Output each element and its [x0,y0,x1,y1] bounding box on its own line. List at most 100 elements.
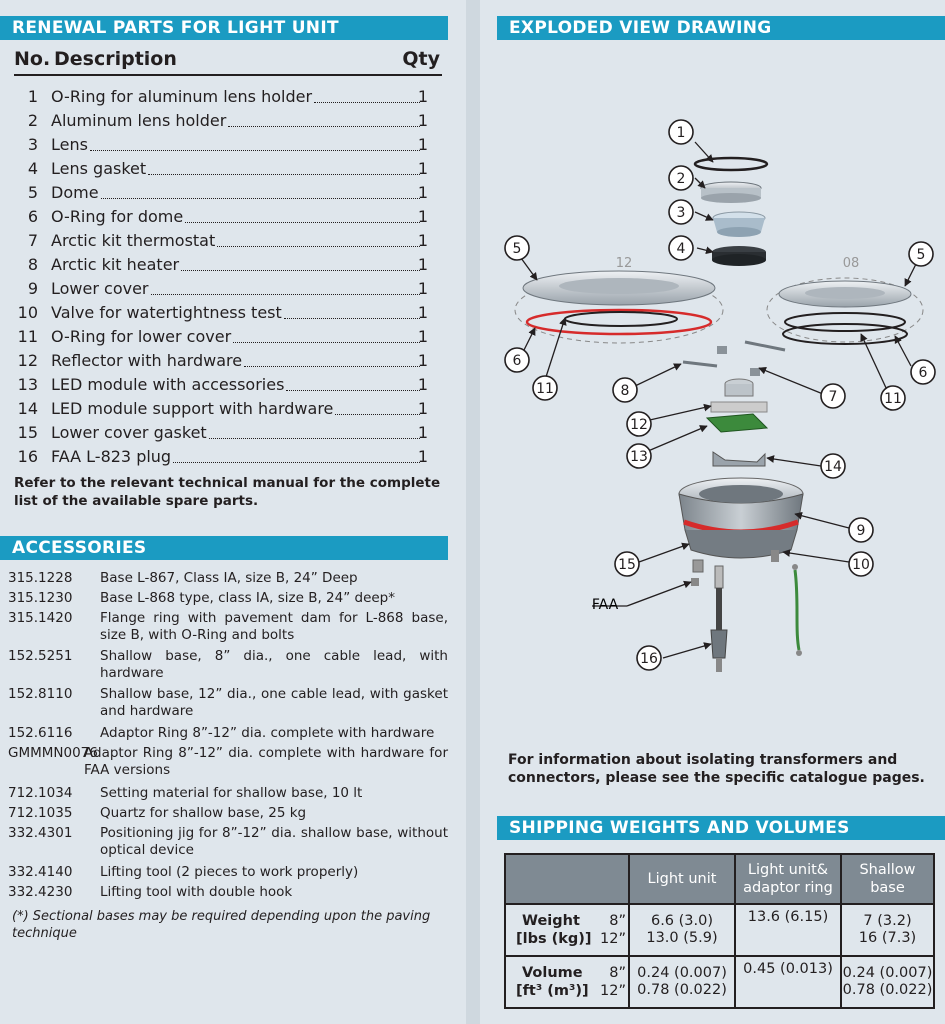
dot-leader [217,229,420,247]
callout-6: 6 [504,347,530,373]
callout-9: 9 [848,517,874,543]
dot-leader [185,205,420,223]
part-number: 4 [27,159,38,178]
part-number: 1 [27,87,38,106]
callout-12: 12 [626,411,652,437]
part-desc-wrap: O-Ring for aluminum lens holder [51,85,422,109]
part-qty: 1 [417,327,428,346]
part-number: 2 [27,111,38,130]
part-description: FAA L-823 plug [51,447,172,466]
dot-leader [100,181,420,199]
part-number: 7 [27,231,38,250]
callout-number: 8 [621,383,630,399]
callout-number: 7 [829,389,838,405]
volume-size-12: 12” [600,983,626,999]
volume-label: Volume [522,965,583,981]
part-number: 8 [27,255,38,274]
renewal-parts-banner: RENEWAL PARTS FOR LIGHT UNIT [0,16,448,40]
accessory-code: 332.4140 [8,864,73,880]
volume-ad: 0.45 (0.013) [743,961,833,977]
part-description: Arctic kit thermostat [51,231,216,250]
callout-number: 3 [677,205,686,221]
part-number: 11 [17,327,38,346]
callout-number: 2 [677,171,686,187]
volume-sb-12: 0.78 (0.022) [842,982,933,998]
callout-number: 16 [640,651,658,667]
volume-size-8: 8” [609,965,626,981]
header-shallow: Shallow base [840,853,935,905]
weight-lu-8: 6.6 (3.0) [650,913,714,929]
part-description: Arctic kit heater [51,255,180,274]
volume-adaptor: 0.45 (0.013) [734,955,842,1009]
header-description: Description [54,48,177,70]
part-desc-wrap: Lower cover [51,277,422,301]
dot-leader [228,109,420,127]
part-description: Lens [51,135,88,154]
volume-lu-12: 0.78 (0.022) [637,982,727,998]
header-no: No. [14,48,51,70]
part-number: 10 [17,303,38,322]
callout-7: 7 [820,383,846,409]
part-description: LED module support with hardware [51,399,334,418]
dot-leader [181,253,420,271]
accessory-code: 332.4301 [8,825,73,841]
weight-shallow: 7 (3.2)16 (7.3) [840,903,935,957]
callout-10: 10 [848,551,874,577]
part-qty: 1 [417,303,428,322]
weight-ad: 13.6 (6.15) [747,909,829,925]
callout-number: 9 [857,523,866,539]
weight-adaptor: 13.6 (6.15) [734,903,842,957]
exploded-view-drawing: 12 08 [504,119,936,672]
weight-label: Weight [522,913,580,929]
size-label-08: 08 [843,256,860,271]
lens-gasket-part-4 [712,246,766,266]
part-qty: 1 [417,255,428,274]
accessory-description: Quartz for shallow base, 25 kg [100,805,307,821]
right-column: EXPLODED VIEW DRAWING [487,0,945,1024]
accessory-description: Lifting tool with double hook [100,884,293,900]
weight-sb-8: 7 (3.2) [863,913,912,929]
part-qty: 1 [417,135,428,154]
left-column: RENEWAL PARTS FOR LIGHT UNIT No. Descrip… [0,0,458,1024]
accessory-code: GMMMN0076 [8,745,98,761]
accessory-description: Shallow base, 8” dia., one cable lead, w… [100,648,448,681]
part-description: Dome [51,183,99,202]
accessory-row: 152.5251 Shallow base, 8” dia., one cable… [8,648,448,682]
dot-leader [148,157,420,175]
callout-8: 8 [612,377,638,403]
weight-row: Weight [lbs (kg)] 8” 12” 6.6 (3.0)13.0 (… [504,903,935,957]
callout-13: 13 [626,443,652,469]
callout-1: 1 [668,119,694,145]
dot-leader [314,85,420,103]
callout-16: 16 [636,645,662,671]
part-number: 3 [27,135,38,154]
volume-unit: [ft³ (m³)] [516,983,589,999]
small-parts-7-8-12 [682,340,786,413]
accessory-code: 152.5251 [8,648,73,664]
exploded-view-banner: EXPLODED VIEW DRAWING [497,16,945,40]
volume-row: Volume [ft³ (m³)] 8” 12” 0.24 (0.007)0.7… [504,955,935,1009]
part-number: 13 [17,375,38,394]
parts-table-header: No. Description Qty [14,48,442,76]
part-desc-wrap: O-Ring for lower cover [51,325,422,349]
part-number: 5 [27,183,38,202]
accessories-banner: ACCESSORIES [0,536,448,560]
callout-5: 5 [504,235,530,261]
part-qty: 1 [417,375,428,394]
accessory-description: Positioning jig for 8”-12” dia. shallow … [100,825,448,858]
ground-wire [792,564,802,656]
part-desc-wrap: FAA L-823 plug [51,445,422,469]
part-description: Lower cover gasket [51,423,207,442]
